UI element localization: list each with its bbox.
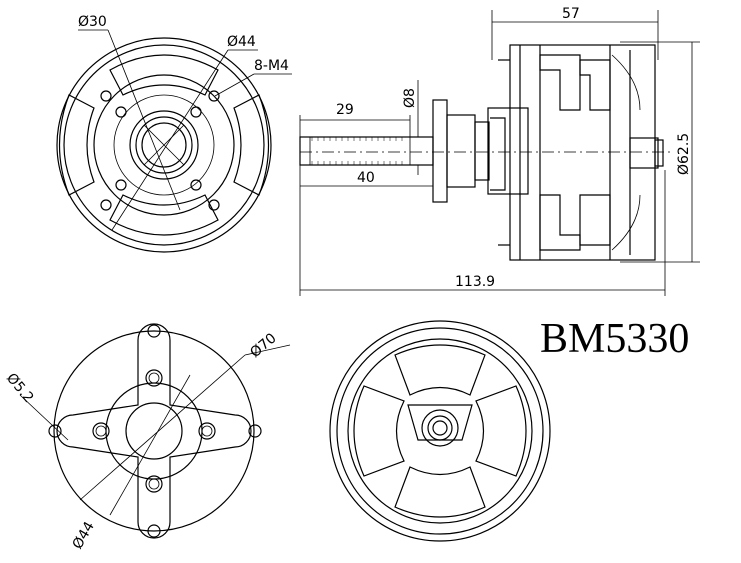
motor-top-view: Ø30 Ø44 8-M4 [56,14,292,253]
dim-shaft-diameter: Ø8 [402,88,418,108]
dim-overall-width: 57 [562,6,580,22]
dim-mount-bolt-circle: Ø44 [70,519,98,552]
motor-rear-view [329,320,551,542]
dim-body-diameter: Ø62.5 [676,133,692,175]
dim-shaft-length-29: 29 [336,102,354,118]
dim-bolt-circle-small: Ø30 [78,14,107,30]
dim-screw-holes: 8-M4 [254,58,289,74]
dim-hole-diameter: Ø5.2 [3,370,37,406]
motor-side-view: 57 Ø62.5 [299,6,700,296]
model-label: BM5330 [540,316,689,362]
dim-mount-diameter: Ø70 [247,330,279,361]
dim-bolt-circle-large: Ø44 [227,34,256,50]
motor-mount-view: Ø70 Ø44 Ø5.2 [3,323,291,552]
dim-overall-length: 113.9 [455,274,495,290]
dim-shaft-length-40: 40 [357,170,375,186]
